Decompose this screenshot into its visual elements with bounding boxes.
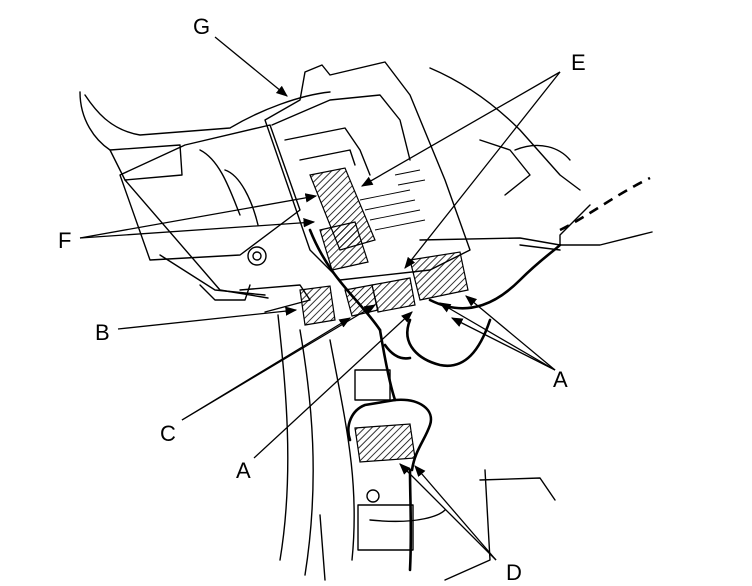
callout-label-e: E xyxy=(571,50,586,75)
leader-g xyxy=(214,36,288,97)
callout-label-c: C xyxy=(160,421,176,446)
connector-a-right xyxy=(409,251,469,301)
leader-d-1 xyxy=(399,463,497,561)
connector-d xyxy=(354,423,416,463)
connector-c xyxy=(344,284,379,317)
leader-a-lower xyxy=(253,311,413,459)
connector-a-center xyxy=(371,277,416,313)
callout-label-a-lower: A xyxy=(236,458,251,483)
leader-a-right-3 xyxy=(450,317,556,371)
callout-label-f: F xyxy=(58,228,71,253)
callout-labels: G E F B C A A D xyxy=(58,14,586,585)
wire-harness xyxy=(308,228,562,572)
leader-f-1 xyxy=(79,193,318,239)
leader-b xyxy=(117,306,298,330)
pillar xyxy=(277,314,556,581)
callout-label-b: B xyxy=(95,320,110,345)
leader-e-2 xyxy=(404,71,561,269)
callout-leaders xyxy=(79,36,561,561)
connector-b xyxy=(299,285,336,326)
leader-d-2 xyxy=(414,465,497,561)
leader-a-right-1 xyxy=(465,295,556,371)
callout-label-d: D xyxy=(506,560,522,585)
leader-c-2 xyxy=(181,304,377,421)
fuse-box xyxy=(119,61,471,313)
leader-e-1 xyxy=(360,71,561,187)
callout-label-a-right: A xyxy=(553,367,568,392)
leader-a-right-2 xyxy=(438,302,556,371)
relay-box xyxy=(354,369,391,401)
lower-bracket xyxy=(357,504,414,551)
connector-e-upper xyxy=(309,167,376,251)
leader-f-2 xyxy=(79,218,316,239)
connector-f-lower xyxy=(319,221,369,271)
callout-label-g: G xyxy=(193,14,210,39)
